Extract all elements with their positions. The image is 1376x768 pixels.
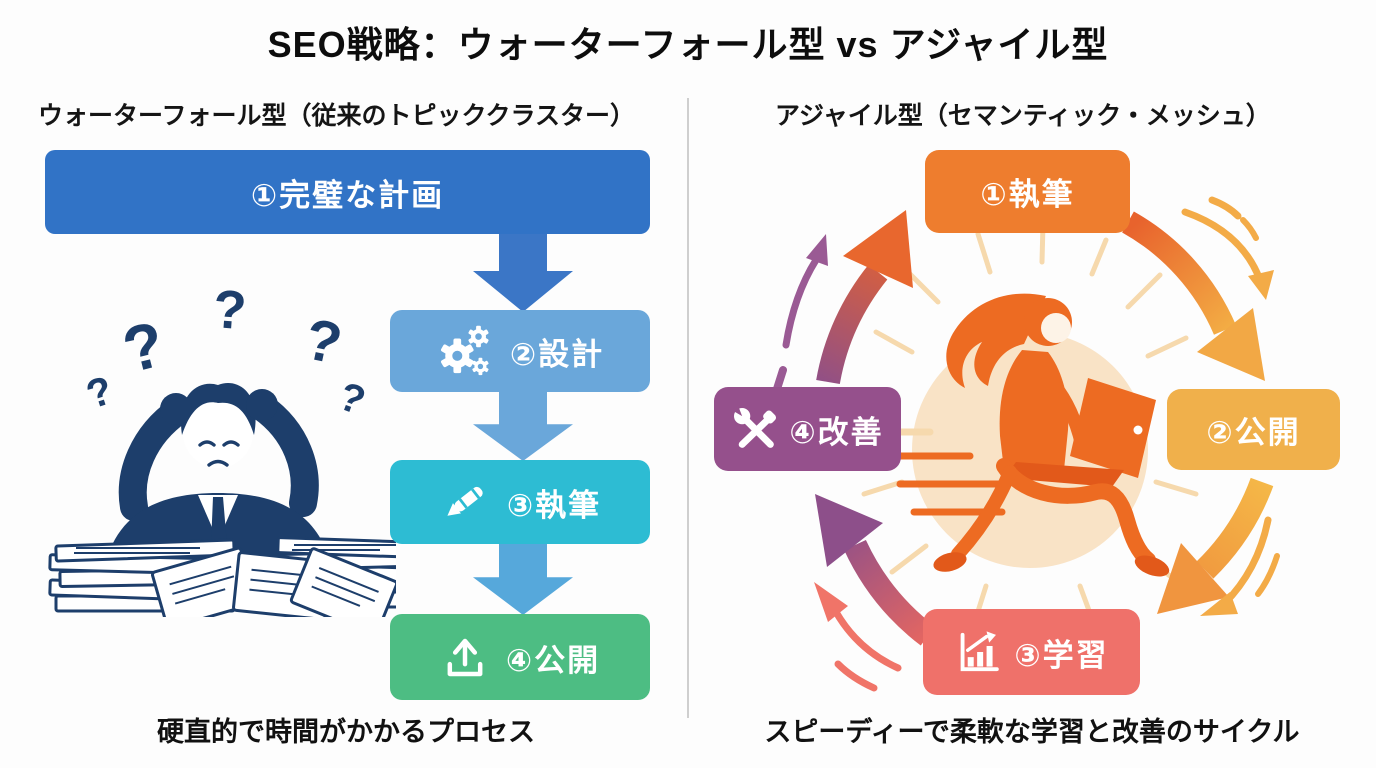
tools-icon (732, 405, 777, 448)
cycle-arrows (816, 211, 1274, 646)
agile-header: アジャイル型（セマンティック・メッシュ） (775, 102, 1271, 130)
waterfall-step-publish: ④公開 (390, 614, 650, 700)
panel-divider (687, 98, 689, 718)
arrowhead-icon (1248, 270, 1274, 300)
down-arrow-icon (473, 234, 573, 312)
question-mark-icon: ? (299, 306, 347, 377)
waterfall-step-design-label: ②設計 (509, 336, 605, 372)
pen-icon (447, 486, 483, 516)
waterfall-step-publish-label: ④公開 (505, 642, 601, 678)
question-mark-icon: ? (81, 368, 118, 417)
agile-step-improve-label: ④改善 (789, 414, 884, 450)
waterfall-step-writing: ③執筆 (390, 460, 650, 544)
agile-step-learning: ③学習 (923, 609, 1140, 695)
agile-step-writing: ①執筆 (925, 150, 1130, 233)
stressed-man-illustration: ? ? ? ? ? (40, 279, 396, 617)
agile-step-publish-label: ②公開 (1206, 415, 1301, 450)
gears-icon (440, 325, 489, 376)
arrowhead-icon (1200, 592, 1238, 616)
agile-cycle-graphic (764, 196, 1280, 692)
waterfall-caption: 硬直的で時間がかかるプロセス (157, 717, 535, 747)
agile-step-writing-label: ①執筆 (980, 177, 1075, 212)
waterfall-step-writing-label: ③執筆 (506, 487, 602, 523)
agile-caption: スピーディーで柔軟な学習と改善のサイクル (764, 717, 1300, 747)
writer-illustration (933, 293, 1170, 577)
chart-icon (961, 631, 1000, 672)
waterfall-step-plan-label: ①完璧な計画 (250, 177, 445, 213)
agile-step-improve: ④改善 (714, 387, 901, 471)
question-mark-icon: ? (333, 374, 371, 424)
arrowhead-icon (1157, 543, 1229, 614)
waterfall-header: ウォーターフォール型（従来のトピッククラスター） (38, 102, 636, 130)
waterfall-step-plan: ①完璧な計画 (45, 150, 650, 234)
page-title: SEO戦略：ウォーターフォール型 vs アジャイル型 (267, 24, 1109, 65)
down-arrow-icon (473, 543, 573, 615)
arrowhead-icon (843, 210, 913, 288)
question-mark-icon: ? (116, 307, 171, 386)
waterfall-step-design: ②設計 (390, 310, 650, 392)
agile-step-learning-label: ③学習 (1014, 637, 1109, 673)
scattered-papers (150, 546, 396, 617)
agile-step-publish: ②公開 (1167, 389, 1340, 470)
arrowhead-icon (815, 494, 883, 567)
arrowhead-icon (814, 582, 848, 622)
arrowhead-icon (1197, 308, 1265, 381)
question-mark-icon: ? (211, 279, 248, 341)
upload-icon (447, 638, 483, 677)
arrowhead-icon (806, 234, 828, 266)
down-arrow-icon (473, 391, 573, 461)
